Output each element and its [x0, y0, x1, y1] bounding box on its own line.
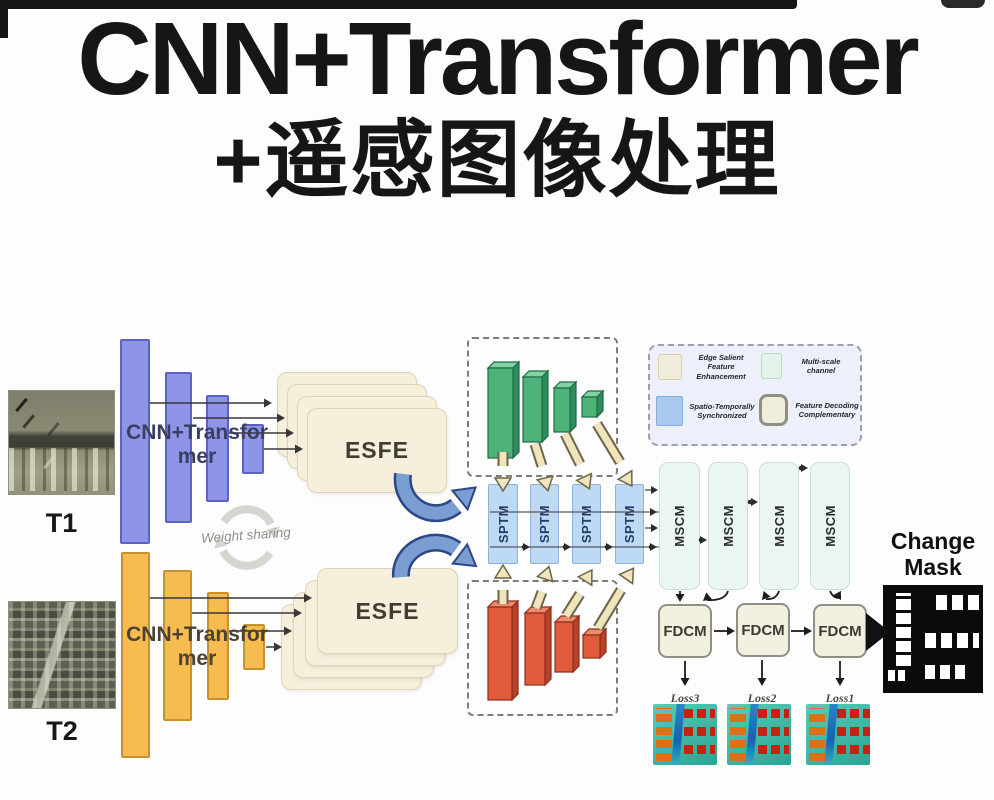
fdcm-block-2: FDCM: [736, 603, 790, 657]
t2-encoder-bar-1: [121, 552, 150, 758]
mask-shape: [936, 594, 979, 610]
t1-encoder-label-line1: CNN+Transfor: [126, 421, 268, 444]
legend-label-mscm: Multi-scale channel: [801, 356, 841, 375]
screen-artifact-corner-tab: [941, 0, 985, 8]
legend-label-sptm: Spatio-Temporally Synchronized: [689, 401, 755, 420]
input-label-t2: T2: [46, 716, 78, 746]
heatmap-streak: [671, 704, 685, 765]
t1-encoder-bar-2: [165, 372, 192, 523]
weight-sharing-label: Weight sharing: [200, 524, 292, 546]
legend-item-esfe: Edge Salient Feature Enhancement: [658, 353, 754, 381]
esfe1-block: ESFE: [307, 408, 447, 493]
heatmap-left-blocks: [656, 708, 673, 761]
legend-swatch-esfe: [658, 354, 682, 381]
title-line-1: CNN+Transformer: [77, 1, 919, 116]
t1-encoder-bar-3: [206, 395, 229, 502]
esfe2-label: ESFE: [355, 597, 420, 624]
mscm-label-3: MSCM: [771, 505, 787, 547]
loss1-label: Loss1: [825, 691, 855, 705]
heatmap-row: [757, 727, 790, 737]
t2-encoder-label-line1: CNN+Transfor: [126, 623, 268, 646]
title-line-2: +遥感图像处理: [213, 113, 781, 208]
page-title: CNN+Transformer +遥感图像处理: [0, 6, 994, 210]
mask-shape: [888, 670, 905, 682]
legend-item-sptm: Spatio-Temporally Synchronized: [656, 396, 755, 426]
sptm-block-1: SPTM: [488, 484, 518, 564]
legend-swatch-sptm: [656, 396, 683, 426]
sptm-label-2: SPTM: [537, 504, 552, 544]
heatmap-row: [757, 708, 790, 719]
mask-shape: [896, 592, 911, 666]
loss3-label: Loss3: [670, 691, 700, 705]
mscm-label-4: MSCM: [822, 505, 838, 547]
heatmap-row: [757, 744, 790, 754]
fdcm-label-3: FDCM: [818, 622, 862, 640]
mscm-block-3: MSCM: [759, 462, 799, 590]
t1-encoder-label-line2: mer: [177, 444, 217, 468]
mask-shape: [925, 664, 969, 679]
t1-encoder-bar-1: [120, 339, 150, 544]
input-image-t1: [8, 390, 115, 495]
t1-encoder-bar-4: [242, 424, 264, 474]
heatmap-streak: [745, 704, 759, 765]
loss1-heatmap: [806, 704, 870, 765]
loss2-label: Loss2: [747, 691, 777, 705]
mscm-block-1: MSCM: [659, 462, 700, 590]
output-label: Change Mask: [883, 528, 983, 581]
screen-artifact-top-bar: [0, 0, 797, 9]
mask-shape: [925, 632, 979, 648]
mscm-block-2: MSCM: [708, 462, 748, 590]
heatmap-row: [836, 708, 870, 719]
esfe2-block: ESFE: [317, 568, 458, 654]
legend-swatch-fdcm: [759, 394, 788, 426]
sptm-block-3: SPTM: [572, 484, 601, 564]
heatmap-row: [836, 727, 870, 737]
output-label-line2: Mask: [904, 554, 962, 581]
t2-encoder-bar-3: [207, 592, 229, 700]
t2-encoder-label-line2: mer: [177, 646, 217, 670]
sptm-block-2: SPTM: [530, 484, 559, 564]
heatmap-row: [683, 727, 716, 737]
heatmap-left-blocks: [809, 708, 826, 761]
sptm-to-mscm-heads: [651, 486, 658, 532]
sptm-to-mscm-lines: [645, 489, 656, 529]
esfe1-label: ESFE: [344, 437, 410, 463]
legend-item-fdcm: Feature Decoding Complementary: [759, 394, 860, 426]
input-image-t2: [8, 601, 116, 709]
legend-box: [648, 344, 862, 446]
sptm-block-4: SPTM: [615, 484, 644, 564]
heatmap-row: [683, 744, 716, 754]
heatmap-left-blocks: [730, 708, 747, 761]
change-mask-image: [883, 585, 983, 693]
fdcm-label-1: FDCM: [663, 622, 707, 640]
heatmap-row: [836, 744, 870, 754]
t2-encoder-bar-4: [243, 624, 265, 670]
t1-feature-dashed-box: [467, 337, 618, 477]
output-label-line1: Change: [890, 528, 976, 554]
mscm-block-4: MSCM: [810, 462, 850, 590]
fdcm-block-1: FDCM: [658, 604, 712, 658]
screen-artifact-left-bar: [0, 9, 8, 38]
heatmap-streak: [824, 704, 838, 765]
fdcm-block-3: FDCM: [813, 604, 867, 658]
sptm-label-1: SPTM: [495, 504, 511, 544]
legend-swatch-mscm: [761, 353, 782, 379]
t1-encoder-label: CNN+Transfor mer: [122, 421, 272, 468]
mscm-label-2: MSCM: [720, 505, 736, 547]
legend-label-esfe: Edge Salient Feature Enhancement: [696, 353, 746, 381]
mscm-label-1: MSCM: [672, 505, 687, 547]
legend-label-fdcm: Feature Decoding Complementary: [795, 400, 859, 419]
input-label-t1: T1: [45, 508, 78, 538]
fdcm-label-2: FDCM: [741, 621, 785, 639]
t2-encoder-bar-2: [163, 570, 192, 721]
t2-feature-dashed-box: [467, 580, 618, 716]
heatmap-row: [683, 708, 716, 719]
t2-encoder-label: CNN+Transfor mer: [122, 623, 272, 670]
sptm-label-3: SPTM: [579, 504, 594, 544]
loss2-heatmap: [727, 704, 791, 765]
sptm-label-4: SPTM: [622, 504, 637, 544]
loss3-heatmap: [653, 704, 717, 765]
legend-item-mscm: Multi-scale channel: [761, 353, 854, 379]
